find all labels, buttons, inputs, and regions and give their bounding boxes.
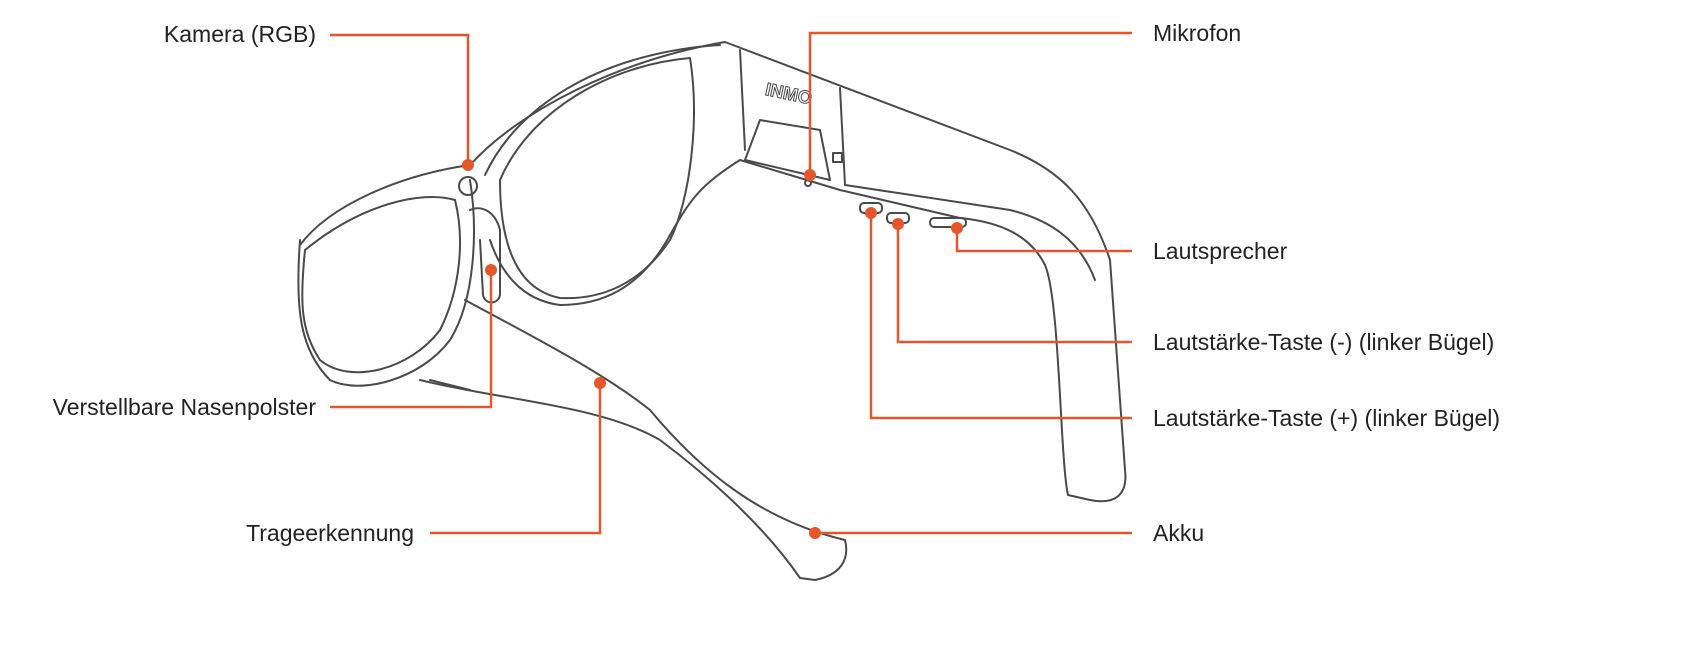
leader-volume-up <box>869 213 1132 420</box>
label-speaker: Lautsprecher <box>1153 238 1288 264</box>
label-battery: Akku <box>1153 520 1205 546</box>
marker-volume-down <box>892 218 904 230</box>
label-wear-detection: Trageerkennung <box>246 520 414 546</box>
logo-inmo: INMO <box>764 79 814 108</box>
marker-battery <box>809 527 821 539</box>
leader-lines <box>330 31 1132 539</box>
label-nose-pads: Verstellbare Nasenpolster <box>52 394 316 420</box>
leader-wear-detection <box>430 383 602 535</box>
glasses-outline <box>297 41 1127 581</box>
label-volume-down: Lautstärke-Taste (-) (linker Bügel) <box>1153 329 1495 355</box>
marker-volume-up <box>865 207 877 219</box>
leader-nose-pads <box>330 270 493 409</box>
marker-camera <box>462 159 474 171</box>
label-volume-up: Lautstärke-Taste (+) (linker Bügel) <box>1153 405 1501 431</box>
label-microphone: Mikrofon <box>1153 20 1242 46</box>
leader-microphone <box>808 31 1132 175</box>
leader-camera <box>330 33 470 165</box>
marker-microphone <box>804 169 816 181</box>
label-camera: Kamera (RGB) <box>163 21 316 47</box>
leader-volume-down <box>896 224 1132 344</box>
leader-speaker <box>955 228 1132 253</box>
marker-speaker <box>951 222 963 234</box>
marker-wear-detection <box>594 377 606 389</box>
marker-nose-pads <box>485 264 497 276</box>
